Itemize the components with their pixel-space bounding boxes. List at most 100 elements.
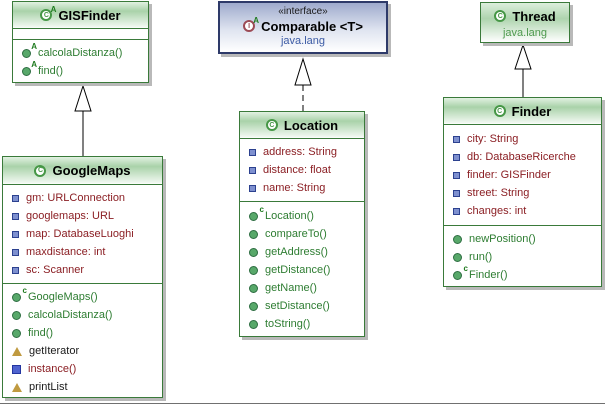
method-text: getAddress() [265, 246, 328, 258]
field-icon [12, 194, 19, 202]
method-text: setDistance() [265, 300, 330, 312]
field-text: distance: float [263, 164, 331, 176]
method-row[interactable]: printList [3, 378, 162, 396]
field-icon [12, 230, 19, 238]
method-row[interactable]: toString() [240, 315, 364, 333]
method-text: find() [38, 65, 64, 77]
method-row[interactable]: getIterator [3, 342, 162, 360]
method-text: run() [469, 251, 493, 263]
stereotype-label: «interface» [278, 6, 328, 17]
method-row[interactable]: compareTo() [240, 225, 364, 243]
static-member-icon [12, 364, 21, 374]
field-text: map: DatabaseLuoghi [26, 228, 134, 240]
field-row[interactable]: finder: GISFinder [444, 166, 601, 184]
class-header: C Location [240, 112, 364, 138]
method-row[interactable]: find() [3, 324, 162, 342]
method-text: compareTo() [265, 228, 327, 240]
field-row[interactable]: address: String [240, 143, 364, 161]
method-text: getIterator [29, 345, 80, 357]
method-row[interactable]: calcolaDistanza() [3, 306, 162, 324]
methods-compartment: c GoogleMaps() calcolaDistanza() find() … [3, 283, 162, 400]
field-icon [12, 248, 19, 256]
constructor-icon: c [453, 264, 468, 280]
field-row[interactable]: googlemaps: URL [3, 207, 162, 225]
method-row[interactable]: getAddress() [240, 243, 364, 261]
method-text: Finder() [469, 269, 508, 281]
field-row[interactable]: gm: URLConnection [3, 189, 162, 207]
class-title: Location [283, 117, 339, 133]
field-row[interactable]: distance: float [240, 161, 364, 179]
class-header: C Thread [481, 3, 569, 27]
method-icon [249, 265, 258, 275]
method-text: newPosition() [469, 233, 536, 245]
method-row[interactable]: getDistance() [240, 261, 364, 279]
extends-arrow-finder-thread[interactable] [514, 43, 532, 97]
class-box-googlemaps[interactable]: C GoogleMaps gm: URLConnection googlemap… [2, 156, 163, 398]
class-title: GISFinder [58, 7, 121, 23]
method-icon [453, 252, 462, 262]
field-row[interactable]: map: DatabaseLuoghi [3, 225, 162, 243]
fields-compartment: city: String db: DatabaseRicerche finder… [444, 124, 601, 225]
method-row[interactable]: newPosition() [444, 230, 601, 248]
field-row[interactable]: name: String [240, 179, 364, 197]
field-icon [453, 189, 460, 197]
fields-compartment: address: String distance: float name: St… [240, 138, 364, 201]
class-box-thread[interactable]: C Thread java.lang [480, 2, 570, 43]
field-text: sc: Scanner [26, 264, 85, 276]
package-label: java.lang [502, 27, 548, 39]
method-row[interactable]: A find() [13, 60, 148, 80]
method-icon [249, 283, 258, 293]
field-icon [453, 207, 460, 215]
method-text: Location() [265, 210, 314, 222]
method-row[interactable]: getName() [240, 279, 364, 297]
method-row[interactable]: c Location() [240, 205, 364, 225]
method-text: instance() [28, 363, 77, 375]
class-box-finder[interactable]: C Finder city: String db: DatabaseRicerc… [443, 97, 602, 287]
method-icon [12, 310, 21, 320]
implements-arrow-location-comparable[interactable] [294, 57, 312, 111]
method-icon [453, 234, 462, 244]
field-row[interactable]: city: String [444, 130, 601, 148]
field-icon [453, 135, 460, 143]
method-text: toString() [265, 318, 311, 330]
method-row[interactable]: setDistance() [240, 297, 364, 315]
field-row[interactable]: street: String [444, 184, 601, 202]
class-header: C GoogleMaps [3, 157, 162, 184]
method-icon [249, 301, 258, 311]
method-text: find() [28, 327, 54, 339]
field-row[interactable]: db: DatabaseRicerche [444, 148, 601, 166]
methods-compartment: newPosition() run() c Finder() [444, 225, 601, 288]
method-row[interactable]: instance() [3, 360, 162, 378]
field-row[interactable]: changes: int [444, 202, 601, 220]
field-text: street: String [467, 187, 530, 199]
abstract-method-icon: A [22, 60, 37, 76]
method-icon [12, 328, 21, 338]
field-text: db: DatabaseRicerche [467, 151, 576, 163]
method-row[interactable]: c Finder() [444, 264, 601, 284]
method-row[interactable]: c GoogleMaps() [3, 286, 162, 306]
method-row[interactable]: A calcolaDistanza() [13, 42, 148, 62]
method-row[interactable]: run() [444, 248, 601, 266]
field-text: maxdistance: int [26, 246, 106, 258]
field-text: name: String [263, 182, 326, 194]
class-icon: C [265, 119, 278, 131]
method-text: getName() [265, 282, 317, 294]
class-title: Finder [511, 103, 552, 119]
field-row[interactable]: maxdistance: int [3, 243, 162, 261]
field-row[interactable]: sc: Scanner [3, 261, 162, 279]
extends-arrow-googlemaps-gisfinder[interactable] [74, 84, 92, 156]
method-text: getDistance() [265, 264, 331, 276]
methods-compartment: A calcolaDistanza() A find() [13, 39, 148, 84]
class-box-location[interactable]: C Location address: String distance: flo… [239, 111, 365, 337]
interface-title: Comparable <T> [261, 18, 363, 34]
class-title: Thread [512, 8, 556, 24]
method-text: GoogleMaps() [28, 291, 98, 303]
method-text: calcolaDistanza() [38, 47, 123, 59]
